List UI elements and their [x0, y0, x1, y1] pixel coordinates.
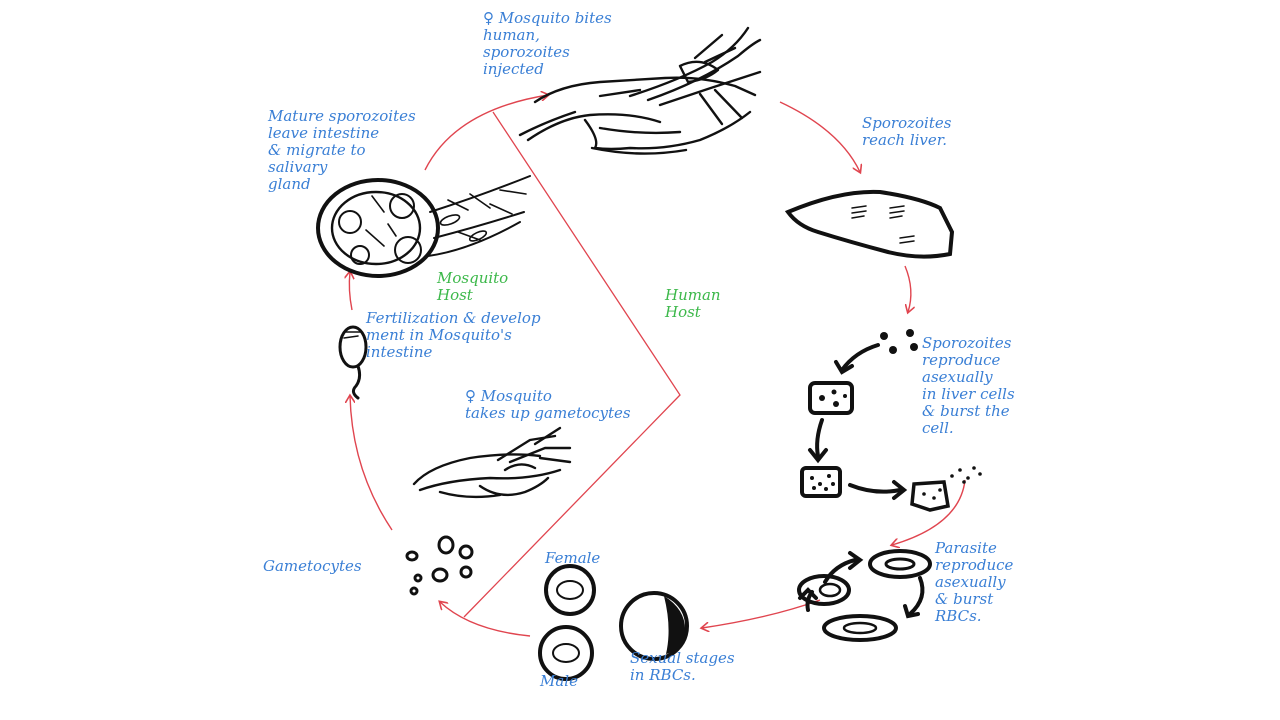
- liver-cell-multiplied-icon: [800, 466, 842, 498]
- label-parasite-reproduce-rbc: Parasite reproduce asexually & burst RBC…: [935, 539, 1014, 625]
- liver-stage-arrows: [798, 343, 925, 619]
- infected-liver-cell-icon: [808, 381, 854, 415]
- label-male: Male: [540, 672, 578, 690]
- bursting-liver-cell-icon: [910, 466, 982, 512]
- label-sexual-stages: Sexual stages in RBCs.: [630, 649, 735, 684]
- label-sporozoites-reproduce-liver: Sporozoites reproduce asexually in liver…: [922, 334, 1015, 437]
- sexual-stage-rbc: [619, 591, 689, 661]
- arrow-sporozoites-to-bite: [424, 95, 548, 171]
- arrow-sexual-to-gametocytes: [440, 602, 531, 637]
- label-mosquito-host: Mosquito Host: [437, 269, 509, 304]
- mosquito-feeding-illustration: [412, 426, 572, 499]
- label-sporozoites-reach-liver: Sporozoites reach liver.: [862, 114, 952, 149]
- label-female: Female: [545, 549, 601, 567]
- label-gametocytes: Gametocytes: [263, 557, 362, 575]
- arrow-rbc-to-sexual: [702, 599, 821, 628]
- rbc-cell-top: [868, 549, 932, 579]
- arrow-gametocytes-to-fertilization: [350, 396, 393, 531]
- label-mature-sporozoites: Mature sporozoites leave intestine & mig…: [268, 107, 416, 193]
- arrow-bite-to-liver: [779, 101, 860, 172]
- arrow-fertilization-to-sporozoites: [349, 272, 352, 311]
- label-mosquito-bites-human: ♀ Mosquito bites human, sporozoites inje…: [483, 9, 612, 78]
- label-mosquito-takes-gametocytes: ♀ Mosquito takes up gametocytes: [465, 387, 631, 422]
- liver-illustration: [784, 189, 955, 259]
- label-human-host: Human Host: [665, 286, 721, 321]
- arrow-cells-to-rbc: [892, 479, 966, 545]
- gametocytes-cluster: [405, 535, 474, 596]
- arrow-liver-to-cells: [904, 265, 911, 312]
- label-fertilization: Fertilization & develop ment in Mosquito…: [366, 309, 541, 361]
- host-divider-line: [463, 111, 681, 618]
- mosquito-biting-hand-illustration: [518, 26, 762, 155]
- sporozoite-dots: [880, 329, 918, 354]
- ookinete-illustration: [338, 325, 368, 400]
- female-gametocyte-cell: [544, 564, 596, 616]
- rbc-cell-bottom: [822, 614, 898, 642]
- cycle-arrows: [349, 95, 966, 637]
- rbc-cell-left: [797, 574, 851, 606]
- rbc-asexual-cells: [797, 549, 932, 642]
- male-gametocyte-cell: [538, 625, 594, 681]
- mosquito-oocyst-illustration: [316, 175, 531, 278]
